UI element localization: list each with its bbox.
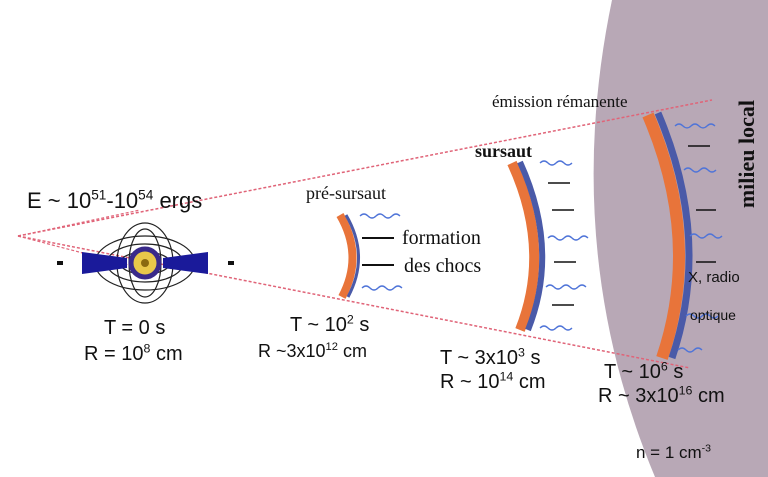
jet-right bbox=[163, 252, 208, 274]
afterglow-label: émission rémanente bbox=[492, 92, 628, 111]
shell-1 bbox=[336, 212, 357, 299]
axis-marker-left bbox=[57, 261, 63, 265]
shell-2 bbox=[507, 160, 540, 332]
cone-edge-upper-back bbox=[17, 209, 141, 237]
shell-3-waves bbox=[674, 123, 723, 353]
engine-core bbox=[141, 259, 149, 267]
shell-3-arrows bbox=[688, 145, 716, 263]
pre-burst-label: pré-sursaut bbox=[306, 183, 386, 203]
shock-formation-label-2: des chocs bbox=[404, 255, 482, 277]
axis-marker-right bbox=[228, 261, 234, 265]
cone-edge-upper bbox=[17, 99, 713, 237]
stage-2-time: T ~ 3x103 s bbox=[440, 345, 541, 369]
stage-1-radius: R ~3x1012 cm bbox=[258, 341, 367, 361]
burst-label: sursaut bbox=[475, 141, 533, 161]
shock-formation-label-1: formation bbox=[402, 227, 481, 249]
stage-1-time: T ~ 102 s bbox=[290, 312, 370, 336]
stage-0-time: T = 0 s bbox=[104, 317, 166, 339]
shell-3 bbox=[642, 112, 686, 360]
shell-3-edge bbox=[654, 111, 693, 360]
density-label: n = 1 cm-3 bbox=[636, 442, 712, 462]
shell-2-waves bbox=[539, 160, 589, 331]
optical-label: optique bbox=[690, 307, 736, 323]
stage-3-radius: R ~ 3x1016 cm bbox=[598, 383, 725, 407]
energy-label: E ~ 1051-1054 ergs bbox=[27, 187, 203, 213]
shell-2-edge bbox=[517, 160, 546, 332]
shell-2-arrows bbox=[548, 182, 576, 306]
shock-arrows bbox=[362, 237, 394, 266]
cone-edge-lower bbox=[17, 235, 691, 369]
shell-1-edge bbox=[344, 214, 360, 298]
shell-1-waves bbox=[359, 213, 403, 291]
local-medium-label: milieu local bbox=[734, 100, 759, 209]
stage-0-radius: R = 108 cm bbox=[84, 341, 183, 365]
radio-label: X, radio bbox=[688, 269, 740, 286]
stage-2-radius: R ~ 1014 cm bbox=[440, 369, 546, 393]
stage-3-time: T ~ 106 s bbox=[604, 359, 684, 383]
jet-left bbox=[82, 252, 127, 274]
